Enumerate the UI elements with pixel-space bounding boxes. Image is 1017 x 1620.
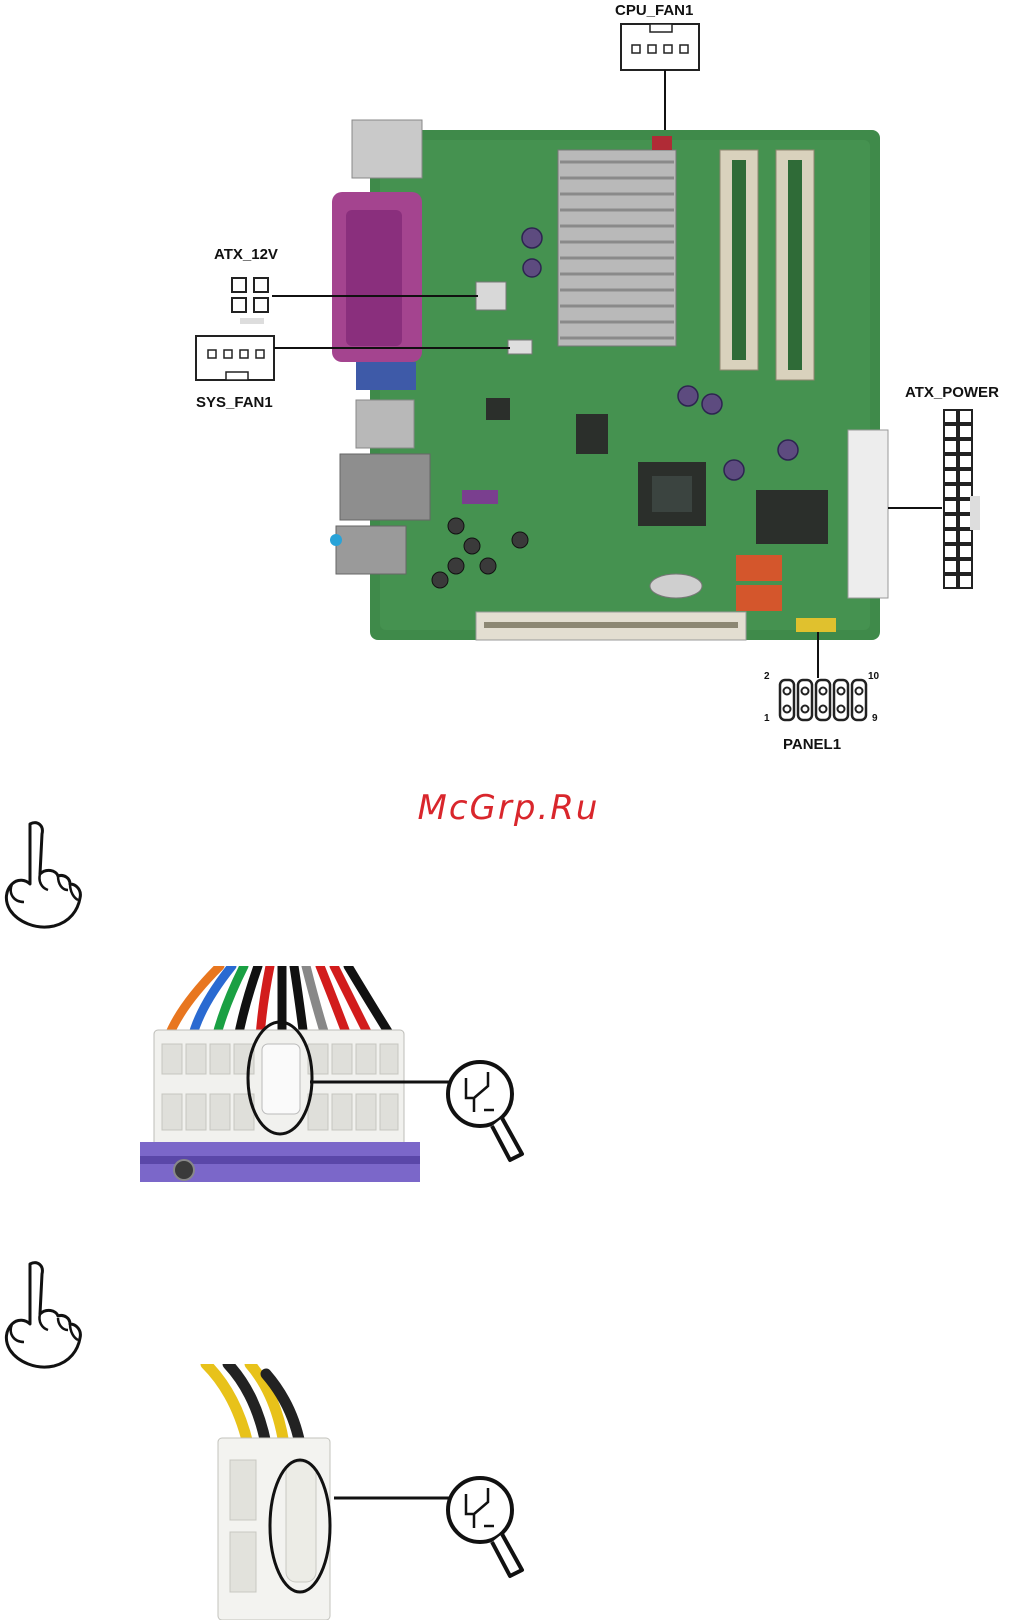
motherboard-drawing <box>0 0 1017 760</box>
atx-4pin-drawing <box>196 1364 356 1620</box>
leader-line-2 <box>334 1476 460 1516</box>
panel-pin <box>802 688 809 695</box>
atx-power-pin <box>959 455 972 468</box>
panel-pin <box>820 688 827 695</box>
pointing-hand-icon <box>0 818 92 930</box>
atx-power-pin <box>944 410 957 423</box>
pointing-hand-icon <box>0 1258 92 1370</box>
magnifier-2 <box>444 1474 530 1584</box>
panel-pin <box>784 706 791 713</box>
atx-power-pin <box>959 575 972 588</box>
note-hand-2 <box>0 1258 92 1370</box>
atx-power-pin <box>959 425 972 438</box>
panel-pin-column <box>780 680 794 720</box>
sys-fan-connector <box>196 336 274 380</box>
atx-power-pin <box>944 440 957 453</box>
atx-power-pin <box>944 485 957 498</box>
atx-power-pin <box>959 410 972 423</box>
atx-power-pin <box>944 470 957 483</box>
panel-pin <box>784 688 791 695</box>
panel-connector <box>780 680 866 720</box>
leader-line-1 <box>310 1060 458 1100</box>
atx-power-pin <box>944 455 957 468</box>
panel-pin <box>802 706 809 713</box>
watermark-text: McGrp.Ru <box>0 788 1017 828</box>
motherboard-board <box>330 120 888 640</box>
panel-pin-column <box>816 680 830 720</box>
panel-pin <box>820 706 827 713</box>
atx-power-pin <box>959 530 972 543</box>
panel-pin-column <box>852 680 866 720</box>
atx-power-pin <box>959 560 972 573</box>
magnifier-1 <box>444 1058 530 1168</box>
atx-power-connector <box>944 410 972 588</box>
cpu-fan-connector <box>621 24 699 70</box>
atx-power-pin <box>944 545 957 558</box>
panel-pin <box>856 706 863 713</box>
panel-pin <box>838 688 845 695</box>
panel-pin-column <box>798 680 812 720</box>
panel-pin-column <box>834 680 848 720</box>
note-hand-1 <box>0 818 92 930</box>
atx-power-pin <box>959 440 972 453</box>
atx-power-pin <box>944 515 957 528</box>
atx-power-pin <box>959 470 972 483</box>
atx-power-pin <box>944 530 957 543</box>
panel-pin <box>838 706 845 713</box>
panel-pin <box>856 688 863 695</box>
atx-power-pin <box>944 425 957 438</box>
atx-power-pin <box>959 545 972 558</box>
magnifier-icon <box>444 1474 530 1584</box>
motherboard-diagram: CPU_FAN1 ATX_12V SYS_FAN1 ATX_POWER PANE… <box>0 0 1017 760</box>
atx-power-pin <box>944 500 957 513</box>
magnifier-icon <box>444 1058 530 1168</box>
atx-4pin-photo <box>196 1364 356 1620</box>
atx-power-pin <box>944 560 957 573</box>
atx-12v-connector <box>232 278 268 324</box>
atx-power-pin <box>944 575 957 588</box>
